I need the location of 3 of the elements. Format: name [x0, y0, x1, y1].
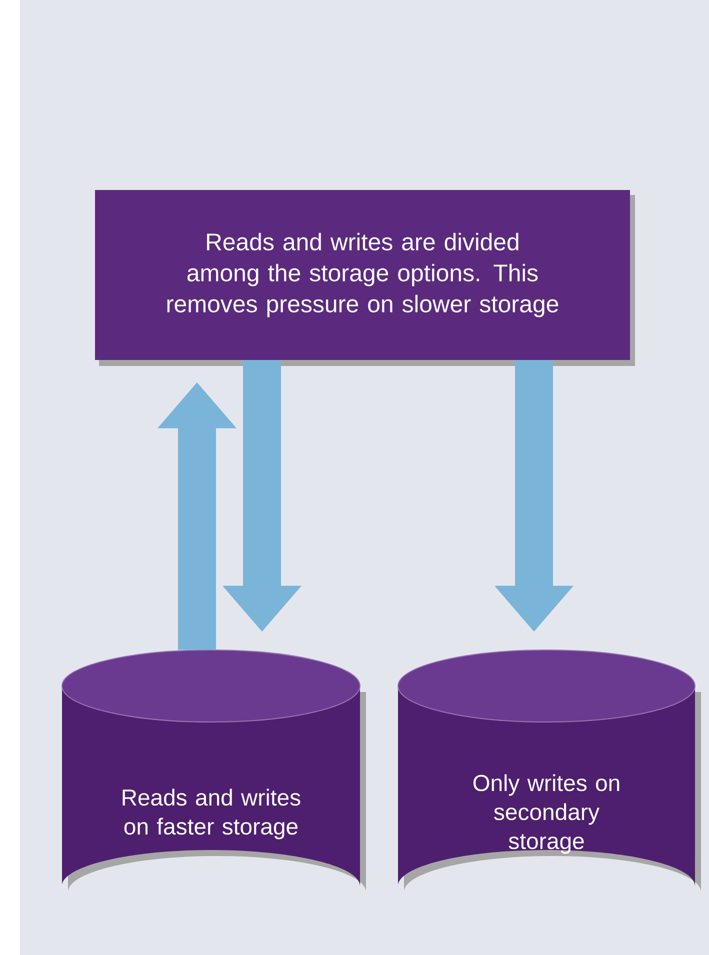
storage-cylinder: Reads and writes on faster storage	[62, 650, 366, 892]
storage-cylinder: Only writes on secondary storage	[398, 650, 701, 892]
text-box: Reads and writes are divided among the storage options. This removes pressure on slower storage	[95, 190, 635, 366]
